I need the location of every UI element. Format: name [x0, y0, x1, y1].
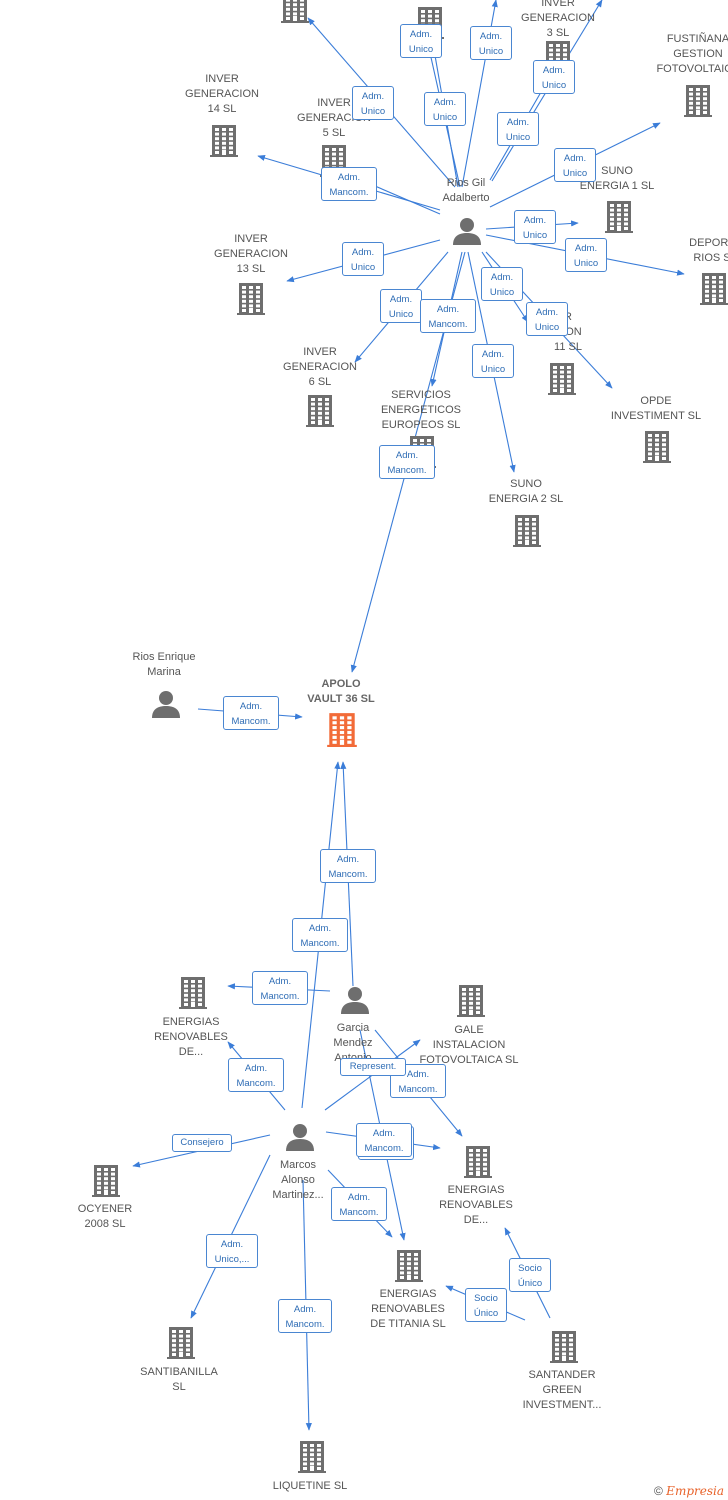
- building-icon[interactable]: [395, 1248, 423, 1287]
- relation-badge[interactable]: Adm. Mancom.: [321, 167, 377, 201]
- building-icon[interactable]: [210, 123, 238, 162]
- node-label[interactable]: GALE INSTALACION FOTOVOLTAICA SL: [419, 1024, 519, 1066]
- relation-badge[interactable]: Adm. Mancom.: [252, 971, 308, 1005]
- relation-badge[interactable]: Adm. Mancom.: [420, 299, 476, 333]
- relation-badge[interactable]: Adm. Unico: [565, 238, 607, 272]
- node-label[interactable]: OCYENER 2008 SL: [77, 1203, 133, 1230]
- node-label[interactable]: SUNO ENERGIA 2 SL: [488, 478, 564, 505]
- person-icon[interactable]: [285, 1122, 315, 1157]
- relation-badge[interactable]: Adm. Unico: [424, 92, 466, 126]
- person-icon[interactable]: [151, 689, 181, 724]
- building-icon[interactable]: [684, 83, 712, 122]
- node-label[interactable]: APOLO VAULT 36 SL: [307, 678, 375, 705]
- edge-p_rios_gil-c_ig5: [367, 182, 441, 215]
- person-icon[interactable]: [452, 216, 482, 251]
- node-label[interactable]: OPDE INVESTIMENT SL: [610, 395, 702, 422]
- brand-logo-letter: E: [666, 1484, 675, 1498]
- building-icon[interactable]: [548, 361, 576, 400]
- building-icon[interactable]: [179, 975, 207, 1014]
- relation-badge[interactable]: Adm. Mancom.: [320, 849, 376, 883]
- node-label[interactable]: SANTANDER GREEN INVESTMENT...: [522, 1369, 602, 1411]
- relation-badge[interactable]: Adm. Unico: [400, 24, 442, 58]
- node-label[interactable]: INVER GENERACION 6 SL: [283, 346, 357, 388]
- relation-badge[interactable]: Adm. Unico: [526, 302, 568, 336]
- relation-badge[interactable]: Adm. Unico: [514, 210, 556, 244]
- relation-badge[interactable]: Adm. Mancom.: [292, 918, 348, 952]
- building-icon[interactable]: [605, 199, 633, 238]
- relation-badge[interactable]: Adm. Mancom.: [331, 1187, 387, 1221]
- relation-badge[interactable]: Adm. Unico: [481, 267, 523, 301]
- relation-badge[interactable]: Adm. Mancom.: [228, 1058, 284, 1092]
- building-icon[interactable]: [550, 1329, 578, 1368]
- relation-badge[interactable]: Adm. Unico: [497, 112, 539, 146]
- building-icon[interactable]: [643, 429, 671, 468]
- node-label[interactable]: SUNO ENERGIA 1 SL: [579, 165, 655, 192]
- node-label[interactable]: INVER GENERACION 13 SL: [214, 233, 288, 275]
- building-icon[interactable]: [237, 281, 265, 320]
- node-label[interactable]: SERVICIOS ENERGETICOS EUROPEOS SL: [380, 389, 462, 431]
- relation-badge[interactable]: Socio Único: [509, 1258, 551, 1292]
- building-icon[interactable]: [464, 1144, 492, 1183]
- relation-badge[interactable]: Adm. Unico: [472, 344, 514, 378]
- building-icon[interactable]: [298, 1439, 326, 1478]
- building-icon[interactable]: [306, 393, 334, 432]
- node-label[interactable]: INVER GENERACION 3 SL: [521, 0, 595, 39]
- building-icon[interactable]: [457, 983, 485, 1022]
- relation-badge[interactable]: Represent.: [340, 1058, 406, 1076]
- node-label[interactable]: ENERGIAS RENOVABLES DE...: [154, 1016, 228, 1058]
- node-label[interactable]: Rios Enrique Marina: [132, 651, 196, 678]
- relation-badge[interactable]: Adm. Unico: [342, 242, 384, 276]
- node-label[interactable]: SANTIBANILLA SL: [140, 1366, 218, 1393]
- node-label[interactable]: FUSTIÑANA GESTION FOTOVOLTAICA: [656, 33, 728, 75]
- building-icon[interactable]: [700, 271, 728, 310]
- node-label[interactable]: Marcos Alonso Martinez...: [272, 1159, 324, 1201]
- node-label[interactable]: ENERGIAS RENOVABLES DE TITANIA SL: [370, 1288, 446, 1330]
- building-icon[interactable]: [513, 513, 541, 552]
- node-label[interactable]: R CION 11 SL: [554, 311, 582, 353]
- node-label[interactable]: DEPORT RIOS S: [689, 237, 728, 264]
- relation-badge[interactable]: Adm. Unico: [380, 289, 422, 323]
- relation-badge[interactable]: Adm. Mancom.: [356, 1123, 412, 1157]
- relation-badge[interactable]: Adm. Mancom.: [379, 445, 435, 479]
- building-icon[interactable]: [281, 0, 309, 28]
- relation-badge[interactable]: Adm. Unico: [554, 148, 596, 182]
- relation-badge[interactable]: Adm. Unico: [352, 86, 394, 120]
- relation-badge[interactable]: Adm. Unico: [533, 60, 575, 94]
- relation-badge[interactable]: Adm. Mancom.: [278, 1299, 332, 1333]
- brand-watermark: © Empresia: [654, 1484, 724, 1498]
- focus-building-icon[interactable]: [327, 711, 357, 752]
- relation-badge[interactable]: Adm. Unico: [470, 26, 512, 60]
- relation-badge[interactable]: Socio Único: [465, 1288, 507, 1322]
- relation-badge[interactable]: Consejero: [172, 1134, 232, 1152]
- node-label[interactable]: INVER GENERACION 14 SL: [185, 73, 259, 115]
- node-label[interactable]: LIQUETINE SL: [272, 1480, 348, 1492]
- person-icon[interactable]: [340, 985, 370, 1020]
- relation-badge[interactable]: Adm. Mancom.: [390, 1064, 446, 1098]
- copyright-symbol: ©: [653, 1484, 663, 1498]
- node-label[interactable]: Rios Gil Adalberto: [442, 177, 490, 204]
- relation-badge[interactable]: Adm. Unico,...: [206, 1234, 258, 1268]
- building-icon[interactable]: [167, 1325, 195, 1364]
- building-icon[interactable]: [92, 1163, 120, 1202]
- brand-logo-name: mpresia: [674, 1484, 724, 1498]
- relation-badge[interactable]: Adm. Mancom.: [223, 696, 279, 730]
- node-label[interactable]: ENERGIAS RENOVABLES DE...: [439, 1184, 513, 1226]
